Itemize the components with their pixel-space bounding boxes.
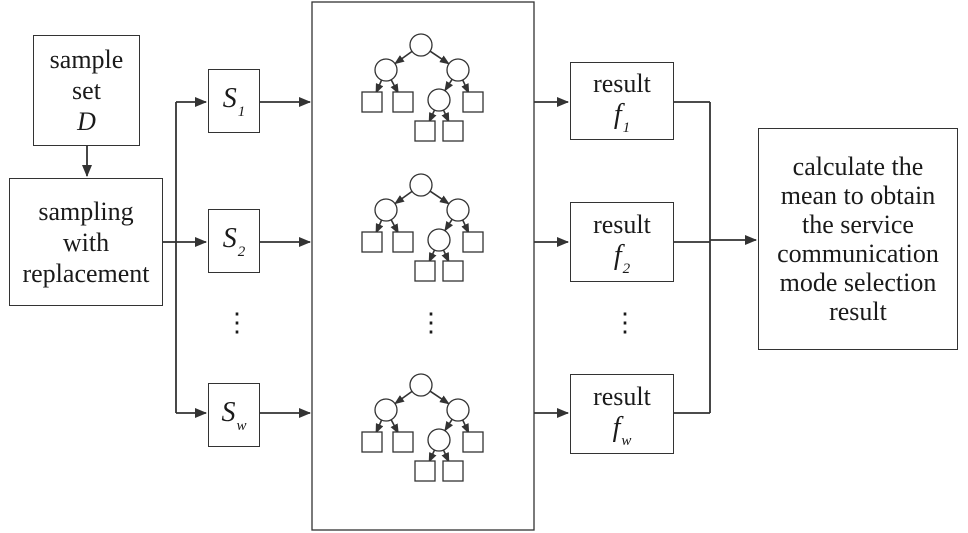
final-line-5: mode selection [779, 268, 937, 297]
tree-2-edge-6 [428, 249, 437, 263]
sample-set-line1: sample [49, 45, 124, 74]
tree-1-edge-1 [429, 50, 450, 65]
tree-w-leaf-ll [361, 431, 383, 453]
tree-w-edge-2 [375, 419, 384, 434]
result-box-2: result f2 [570, 202, 674, 282]
subset-box-1: S1 [208, 69, 260, 133]
subset-1-label: S1 [222, 83, 246, 120]
tree-2-edge-0 [394, 190, 413, 205]
tree-w-leaf-lr [392, 431, 414, 453]
sampling-line1: sampling [38, 196, 134, 226]
tree-w-leaf-rr [462, 431, 484, 453]
tree-w-edge-1 [429, 390, 450, 405]
tree-1-edge-4 [444, 78, 454, 92]
tree-w-edge-3 [390, 419, 400, 435]
sampling-box: sampling with replacement [9, 178, 163, 306]
tree-1-node-root [409, 33, 433, 57]
result-w-label: result [593, 381, 651, 411]
ellipsis-forest: ⋮ [418, 308, 444, 337]
tree-w-edge-5 [461, 419, 470, 434]
tree-1-node-right-left [427, 88, 451, 112]
decision-tree-1 [361, 33, 484, 142]
tree-1-leaf-ll [361, 91, 383, 113]
tree-2-edge-4 [444, 218, 454, 232]
tree-2-leaf-lr [392, 231, 414, 253]
final-line-2: mean to obtain [780, 181, 936, 210]
final-line-4: communication [777, 239, 939, 268]
tree-2-edge-3 [390, 219, 400, 235]
tree-2-node-left [374, 198, 398, 222]
tree-w-edge-4 [444, 418, 454, 432]
tree-1-edge-3 [390, 79, 400, 95]
tree-1-edge-5 [461, 79, 470, 94]
tree-2-leaf-rll [414, 260, 436, 282]
tree-1-leaf-rr [462, 91, 484, 113]
tree-1-leaf-lr [392, 91, 414, 113]
result-1-label: result [593, 68, 651, 98]
tree-2-edge-7 [441, 249, 450, 263]
tree-2-edge-5 [461, 219, 470, 234]
subset-w-label: Sw [221, 397, 247, 434]
forest-box [311, 1, 535, 531]
result-w-symbol: fw [612, 411, 632, 449]
final-line-6: result [829, 297, 887, 326]
tree-w-edge-7 [441, 449, 450, 463]
subset-2-label: S2 [222, 223, 246, 260]
tree-w-leaf-rlr [442, 460, 464, 482]
decision-tree-2 [361, 173, 484, 282]
tree-w-leaf-rll [414, 460, 436, 482]
tree-w-node-left [374, 398, 398, 422]
result-2-label: result [593, 209, 651, 239]
decision-tree-w [361, 373, 484, 482]
tree-2-edge-2 [375, 219, 384, 234]
sample-set-symbol: D [77, 107, 96, 136]
tree-1-edge-0 [394, 50, 413, 65]
subset-box-2: S2 [208, 209, 260, 273]
sample-set-line2: set [72, 76, 101, 105]
tree-2-leaf-ll [361, 231, 383, 253]
final-line-1: calculate the [792, 152, 924, 181]
tree-1-edge-6 [428, 109, 437, 123]
tree-1-leaf-rlr [442, 120, 464, 142]
tree-1-edge-2 [375, 79, 384, 94]
result-box-1: result f1 [570, 62, 674, 140]
tree-w-edge-6 [428, 449, 437, 463]
ellipsis-results: ⋮ [612, 308, 638, 337]
tree-2-node-right-left [427, 228, 451, 252]
tree-w-edge-0 [394, 390, 413, 405]
subset-box-w: Sw [208, 383, 260, 447]
tree-2-leaf-rr [462, 231, 484, 253]
tree-2-node-root [409, 173, 433, 197]
result-box-w: result fw [570, 374, 674, 454]
tree-1-node-right [446, 58, 470, 82]
ellipsis-subsets: ⋮ [224, 308, 250, 337]
sample-set-box: sample set D [33, 35, 140, 146]
final-line-3: the service [802, 210, 914, 239]
result-2-symbol: f2 [613, 239, 631, 277]
result-1-symbol: f1 [613, 98, 631, 136]
tree-w-node-right [446, 398, 470, 422]
final-result-box: calculate the mean to obtain the service… [758, 128, 958, 350]
tree-2-leaf-rlr [442, 260, 464, 282]
tree-2-edge-1 [429, 190, 450, 205]
sampling-line3: replacement [22, 258, 150, 288]
tree-1-edge-7 [441, 109, 450, 123]
tree-2-node-right [446, 198, 470, 222]
tree-w-node-root [409, 373, 433, 397]
tree-1-node-left [374, 58, 398, 82]
tree-1-leaf-rll [414, 120, 436, 142]
tree-w-node-right-left [427, 428, 451, 452]
sampling-line2: with [62, 227, 110, 257]
